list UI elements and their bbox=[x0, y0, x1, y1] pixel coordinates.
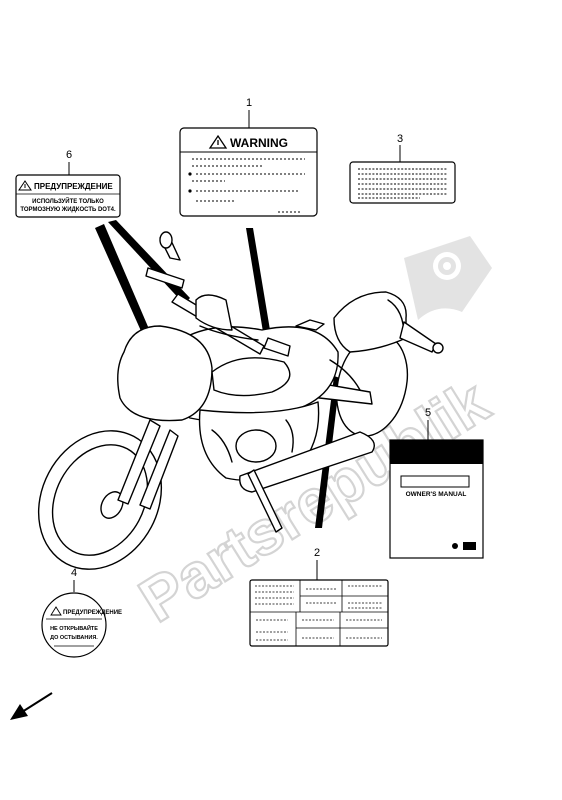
warning-triangle-icon bbox=[50, 606, 62, 616]
owners-manual-title: OWNER'S MANUAL bbox=[406, 491, 467, 498]
leader-label-1 bbox=[246, 228, 270, 332]
warning-label-1: WARNING bbox=[179, 127, 318, 217]
callout-3: 3 bbox=[397, 133, 403, 145]
callout-numbers: 1 3 6 5 2 4 bbox=[66, 97, 431, 579]
label-6-line1: ИСПОЛЬЗУЙТЕ ТОЛЬКО bbox=[32, 197, 104, 205]
warning-label-4: ПРЕДУПРЕЖДЕНИЕ НЕ ОТКРЫВАЙТЕ ДО ОСТЫВАНИ… bbox=[41, 592, 122, 658]
warning-triangle-icon bbox=[208, 134, 228, 149]
leader-label-6-a bbox=[95, 224, 152, 340]
label-3 bbox=[349, 161, 456, 204]
label-4-title: ПРЕДУПРЕЖДЕНИЕ bbox=[63, 610, 122, 616]
motorcycle-illustration bbox=[37, 231, 444, 570]
warning-label-title: WARNING bbox=[230, 136, 288, 150]
callout-lines bbox=[68, 110, 429, 592]
callout-6: 6 bbox=[66, 149, 72, 161]
callout-4: 4 bbox=[71, 567, 77, 579]
callout-5: 5 bbox=[425, 407, 431, 419]
owners-manual-5: OWNER'S MANUAL bbox=[389, 439, 484, 559]
gear-flag-icon bbox=[404, 236, 492, 320]
label-4-line2: ДО ОСТЫВАНИЯ. bbox=[50, 635, 98, 641]
label-2 bbox=[249, 579, 389, 647]
callout-1: 1 bbox=[246, 97, 252, 109]
label-4-line1: НЕ ОТКРЫВАЙТЕ bbox=[50, 624, 98, 632]
brand-logo-icon bbox=[452, 543, 458, 549]
label-6-line2: ТОРМОЗНУЮ ЖИДКОСТЬ DOT4. bbox=[20, 207, 116, 213]
label-6-title: ПРЕДУПРЕЖДЕНИЕ bbox=[34, 182, 113, 191]
front-direction-arrow-icon bbox=[10, 692, 53, 720]
warning-triangle-icon bbox=[18, 180, 32, 191]
leader-label-6-b bbox=[108, 220, 190, 304]
warning-label-6: ПРЕДУПРЕЖДЕНИЕ ИСПОЛЬЗУЙТЕ ТОЛЬКО ТОРМОЗ… bbox=[15, 174, 121, 218]
callout-2: 2 bbox=[314, 547, 320, 559]
